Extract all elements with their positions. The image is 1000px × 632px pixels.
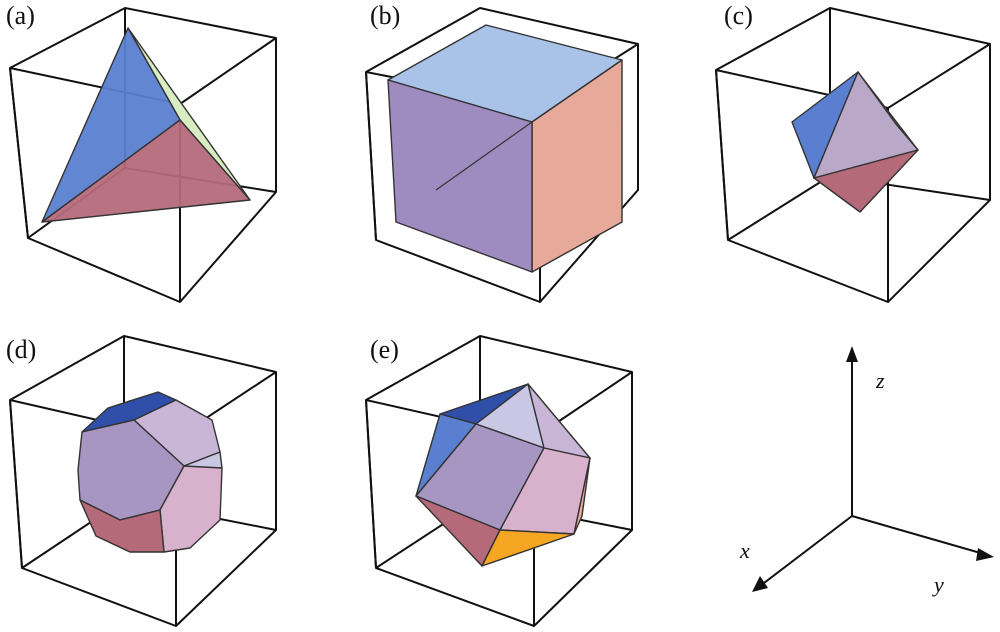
- panel-label-c: (c): [724, 1, 753, 30]
- y-axis: [851, 515, 985, 555]
- cube-hidden-diagonal: [435, 121, 533, 191]
- trunc-face-bottom-red: [79, 499, 165, 553]
- octahedron: [791, 71, 919, 213]
- x-axis-label: x: [739, 538, 750, 563]
- z-axis-label: z: [875, 368, 885, 393]
- panel-a: (a): [6, 1, 277, 303]
- panel-label-d: (d): [6, 335, 36, 364]
- panel-label-b: (b): [370, 1, 400, 30]
- panel-d: (d): [6, 335, 277, 627]
- panel-e: (e): [365, 335, 633, 627]
- panel-label-e: (e): [370, 335, 399, 364]
- x-axis: [759, 515, 853, 587]
- x-axis-arrowhead: [752, 576, 768, 592]
- y-axis-label: y: [932, 572, 944, 597]
- octa-face-red: [813, 149, 919, 213]
- panel-c: (c): [715, 1, 991, 303]
- ico-face-bottom-orange: [481, 529, 575, 567]
- axes-diagram: z x y: [739, 346, 994, 597]
- cube-face-front: [387, 79, 533, 273]
- truncated-octahedron: [77, 391, 223, 553]
- tetrahedron: [41, 27, 251, 223]
- tetra-face-red: [41, 119, 251, 223]
- panel-b: (b): [365, 1, 639, 303]
- z-axis-arrowhead: [846, 346, 858, 362]
- ico-face-right-edge: [573, 457, 591, 535]
- bounding-box-c: [715, 7, 991, 303]
- icosahedron: [415, 383, 591, 567]
- panel-label-a: (a): [6, 1, 35, 30]
- y-axis-arrowhead: [976, 548, 994, 561]
- cube: [387, 24, 623, 273]
